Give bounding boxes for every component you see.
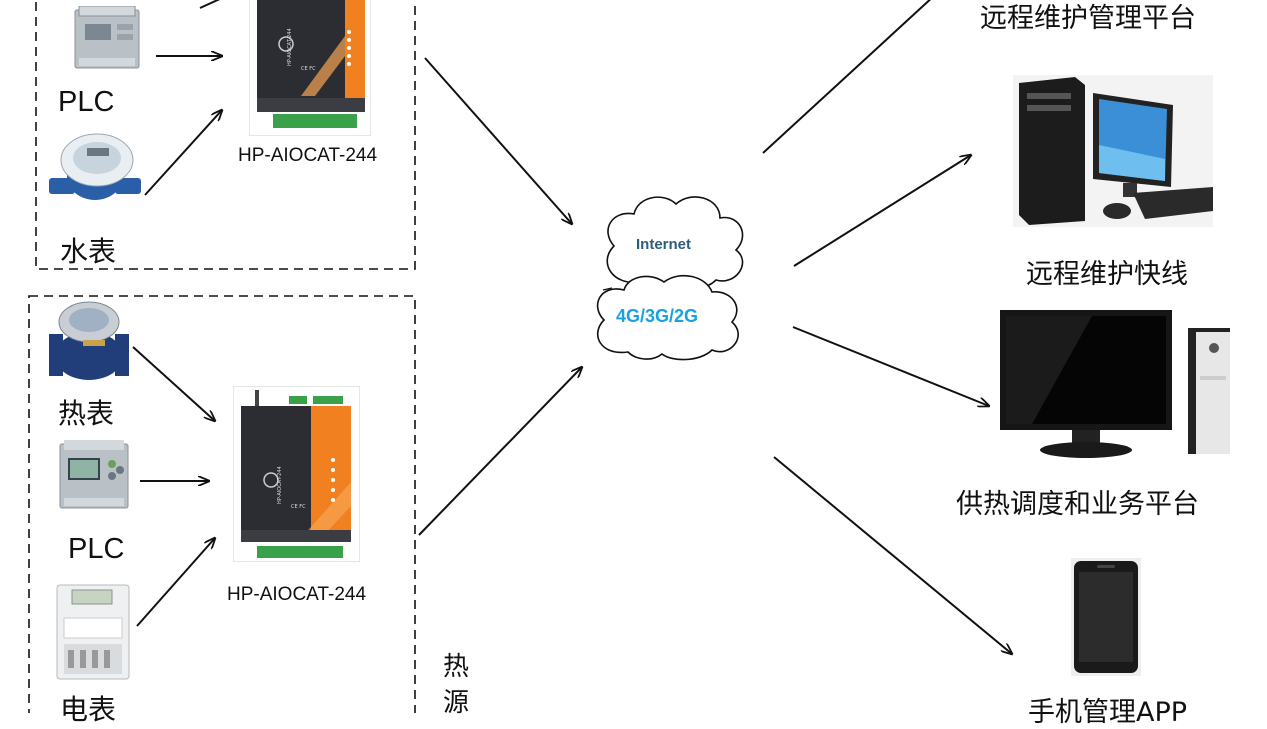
arrow-meter-to-gateway	[136, 538, 215, 627]
bottom-gateway-label: HP-AIOCAT-244	[227, 584, 367, 605]
bottom-plc-label: PLC	[68, 533, 125, 565]
cloud-network-label: 4G/3G/2G	[616, 306, 699, 326]
svg-text:HP-AIOCAT-244: HP-AIOCAT-244	[277, 466, 283, 504]
electric-meter-label: 电表	[60, 693, 117, 726]
endpoint-maintenance-platform-label: 远程维护管理平台	[980, 3, 1196, 34]
bottom-plc-device	[58, 440, 130, 512]
network-cloud	[596, 196, 744, 361]
top-plc-label: PLC	[58, 86, 115, 118]
endpoint-mobile-app-label: 手机管理APP	[1028, 697, 1188, 728]
endpoint-heating-dispatch-label: 供热调度和业务平台	[956, 489, 1199, 520]
top-plc-device	[73, 6, 141, 72]
heat-source-label-1: 热	[443, 652, 470, 682]
top-gateway-label: HP-AIOCAT-244	[238, 145, 378, 166]
arrow-top-offscreen	[199, 0, 221, 9]
top-group-frame	[35, 0, 416, 270]
bottom-gateway-device: HP-AIOCAT-244 CE FC	[233, 386, 360, 562]
cloud-internet-label: Internet	[636, 236, 692, 253]
arrow-bottom-gateway-to-cloud	[418, 367, 582, 536]
monitor-tower-image	[992, 306, 1236, 461]
svg-text:CE FC: CE FC	[291, 504, 306, 510]
arrow-top-water-to-gateway	[144, 110, 222, 196]
arrow-cloud-to-monitor	[792, 326, 989, 406]
diagram-connectors	[28, 0, 1267, 713]
svg-text:CE FC: CE FC	[301, 66, 316, 72]
svg-text:HP-AIOCAT-244: HP-AIOCAT-244	[287, 28, 293, 66]
heat-meter-device	[47, 296, 131, 382]
desktop-pc-image	[1013, 75, 1213, 227]
top-gateway-device: HP-AIOCAT-244 CE FC	[249, 0, 371, 136]
arrow-heat-to-gateway	[132, 346, 215, 421]
heat-source-label-2: 源	[443, 688, 470, 718]
arrow-top-gateway-to-cloud	[424, 57, 572, 224]
mobile-phone-image	[1071, 558, 1141, 676]
bottom-group-frame	[28, 295, 416, 713]
electric-meter-device	[56, 584, 130, 680]
arrow-cloud-to-platform	[762, 0, 932, 154]
arrow-cloud-to-phone	[773, 456, 1012, 654]
top-water-meter-label: 水表	[60, 235, 117, 268]
endpoint-maintenance-fastline-label: 远程维护快线	[1026, 259, 1188, 290]
arrow-cloud-to-pc	[793, 155, 971, 267]
heat-meter-label: 热表	[58, 397, 115, 430]
top-water-meter-device	[47, 126, 143, 206]
